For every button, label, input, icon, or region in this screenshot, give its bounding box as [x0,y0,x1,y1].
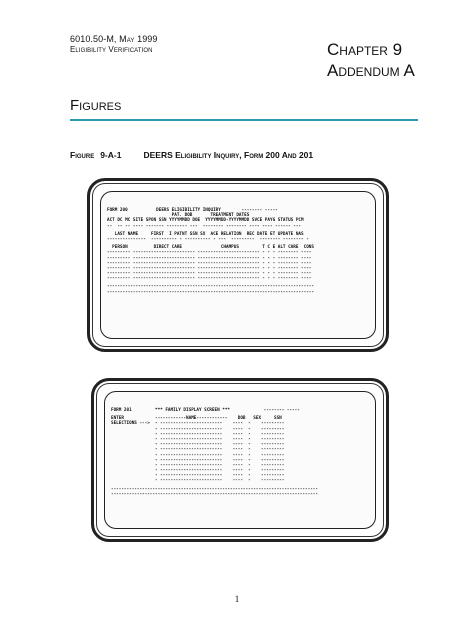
terminal-line: ENTER ------------NAME------------ DOB S… [111,416,282,422]
terminal-line: - ------------------------ ---- - ------… [111,447,285,453]
section-rule [70,119,418,121]
terminal-monitor-form-200: FORM 200 DEERS ELIGIBILITY INQUIRY -----… [87,178,389,352]
terminal-line: --------------- ---------- - ---------- … [107,236,309,242]
terminal-line: PAT. DOB TREATMENT DATES [107,213,250,219]
page-number: 1 [234,594,240,604]
terminal-line: - ------------------------ ---- - ------… [111,431,285,437]
terminal-screen: FORM 201 *** FAMILY DISPLAY SCREEN *** -… [104,391,376,529]
figure-label: Figure [70,150,95,160]
terminal-line: - ------------------------ ---- - ------… [111,462,285,468]
terminal-screen: FORM 200 DEERS ELIGIBILITY INQUIRY -----… [100,191,376,339]
terminal-line: --------- ------------------------ -----… [107,265,312,271]
terminal-line: SELECTIONS ---> - ----------------------… [111,421,285,427]
terminal-line: ----------------------------------------… [107,284,314,290]
terminal-line: - ------------------------ ---- - ------… [111,442,285,448]
document-subtitle: Eligibility Verification [70,45,153,54]
terminal-line: - ------------------------ ---- - ------… [111,457,285,463]
terminal-line: ----------------------------------------… [111,491,318,497]
terminal-line: LAST NAME FIRST I PATNT SSN SX ACE RELAT… [107,231,304,237]
document-id: 6010.50-M, May 1999 [70,34,158,44]
terminal-line: --------- ------------------------ -----… [107,260,312,266]
terminal-line: --------- ------------------------ -----… [107,255,312,261]
figure-number: 9-A-1 [100,150,122,160]
terminal-line: ACT DC MC SITE SPON SSN YYYYMMDD DOE YYY… [107,218,304,224]
terminal-line: -- -- -- ---- ------- -------- --- -----… [107,223,302,229]
terminal-line: - ------------------------ ---- - ------… [111,468,285,474]
terminal-line: --------- ------------------------ -----… [107,276,312,282]
terminal-line: FORM 200 DEERS ELIGIBILITY INQUIRY -----… [107,208,278,213]
terminal-line: PERSON DIRECT CARE CHAMPUS T C E ALT CAR… [107,245,314,251]
terminal-monitor-form-201: FORM 201 *** FAMILY DISPLAY SCREEN *** -… [91,378,389,542]
section-title: Figures [70,97,122,114]
terminal-line: - ------------------------ ---- - ------… [111,478,285,484]
terminal-line: --------- ------------------------ -----… [107,250,312,256]
terminal-line: - ------------------------ ---- - ------… [111,452,285,458]
terminal-line: - ------------------------ ---- - ------… [111,436,285,442]
terminal-line: - ------------------------ ---- - ------… [111,473,285,479]
addendum-label: Addendum A [327,61,415,80]
terminal-line: ----------------------------------------… [107,289,314,295]
figure-caption: Figure 9-A-1 DEERS Eligibility Inquiry, Fo… [70,150,313,160]
terminal-line: ----------------------------------------… [111,486,318,492]
figure-title: DEERS Eligibility Inquiry, Form 200 And … [143,150,314,160]
terminal-line: - ------------------------ ---- - ------… [111,426,285,432]
terminal-text-form-201: FORM 201 *** FAMILY DISPLAY SCREEN *** -… [111,408,371,497]
chapter-label: Chapter 9 [327,40,403,59]
terminal-text-form-200: FORM 200 DEERS ELIGIBILITY INQUIRY -----… [107,208,371,295]
terminal-line: FORM 201 *** FAMILY DISPLAY SCREEN *** -… [111,408,300,413]
terminal-line: --------- ------------------------ -----… [107,271,312,277]
